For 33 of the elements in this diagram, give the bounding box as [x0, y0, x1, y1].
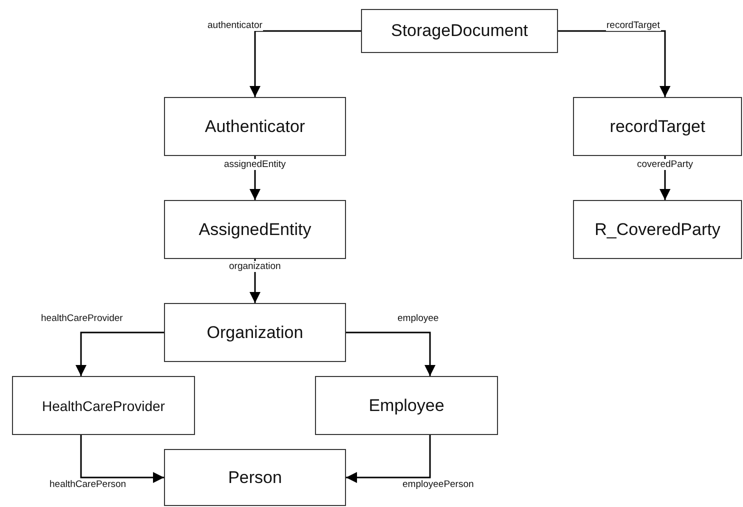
edge-label: employee — [396, 313, 440, 324]
class-box — [315, 376, 498, 435]
class-name: StorageDocument — [390, 21, 528, 41]
edge-label: assignedEntity — [223, 159, 287, 170]
class-name: AssignedEntity — [198, 220, 312, 240]
class-box — [573, 97, 742, 156]
class-name: Authenticator — [204, 116, 306, 136]
class-name: HealthCareProvider — [42, 398, 165, 414]
edge-label: organization — [228, 261, 282, 272]
edge-label: employeePerson — [402, 479, 475, 490]
arrow — [80, 435, 164, 483]
class-name: R_CoveredParty — [594, 220, 720, 240]
class-box — [361, 9, 558, 53]
class-box — [164, 200, 346, 259]
edge-label: recordTarget — [606, 20, 661, 31]
class-name: Organization — [206, 322, 304, 342]
class-box — [164, 303, 346, 362]
edge-label: healthCarePerson — [48, 479, 128, 490]
class-box — [164, 97, 346, 156]
arrow — [346, 435, 431, 483]
class-name: recordTarget — [610, 116, 706, 136]
class-box — [573, 200, 742, 259]
arrow — [76, 332, 164, 376]
edge-label: coveredParty — [636, 159, 694, 170]
class-box — [12, 376, 195, 435]
arrow — [250, 30, 361, 97]
edge-label: healthCareProvider — [40, 313, 124, 324]
edge-label: authenticator — [206, 20, 264, 31]
arrow — [346, 332, 436, 376]
class-name: Person — [228, 468, 282, 488]
class-name: Employee — [368, 396, 444, 416]
class-box — [164, 449, 346, 506]
arrow — [558, 30, 670, 97]
